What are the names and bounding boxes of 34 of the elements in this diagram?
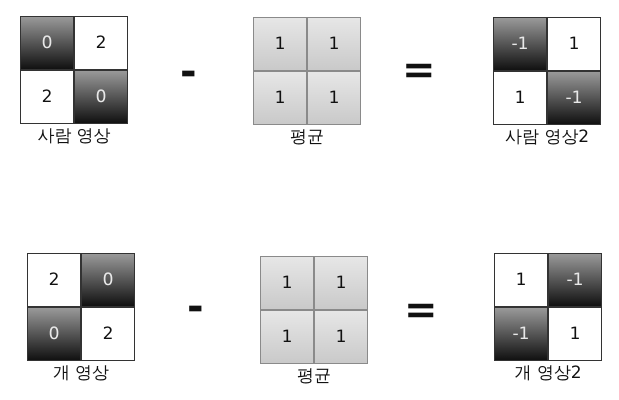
matrix-caption: 사람 영상 (36, 125, 112, 147)
matrix-cell: 2 (74, 16, 128, 70)
matrix-cell: 0 (27, 307, 81, 361)
matrix-cell: 0 (74, 70, 128, 124)
matrix-cell: 2 (81, 307, 135, 361)
matrix-cell: 2 (20, 70, 74, 124)
matrix-cell: 1 (494, 253, 548, 307)
matrix-cell: 0 (20, 16, 74, 70)
matrix-cell: 1 (260, 256, 314, 310)
matrix-caption: 사람 영상2 (504, 126, 590, 148)
operator-sign: = (404, 290, 438, 330)
matrix-cell: 1 (548, 307, 602, 361)
matrix-cell: -1 (547, 71, 601, 125)
matrix-caption: 개 영상 (52, 362, 110, 384)
matrix-caption: 평균 (296, 365, 332, 387)
matrix-cell: 1 (307, 71, 361, 125)
matrix-cell: -1 (494, 307, 548, 361)
matrix-cell: 1 (307, 17, 361, 71)
matrix-cell: 1 (314, 256, 368, 310)
matrix-cell: 1 (493, 71, 547, 125)
matrix-cell: 0 (81, 253, 135, 307)
matrix-caption: 개 영상2 (513, 362, 583, 384)
matrix-cell: 1 (314, 310, 368, 364)
matrix-cell: 1 (547, 17, 601, 71)
matrix-cell: 1 (253, 17, 307, 71)
operator-sign: - (187, 287, 204, 327)
matrix-cell: 1 (253, 71, 307, 125)
operator-sign: - (180, 52, 197, 92)
matrix-cell: 1 (260, 310, 314, 364)
matrix-cell: -1 (493, 17, 547, 71)
operator-sign: = (402, 50, 436, 90)
matrix-caption: 평균 (289, 126, 325, 148)
matrix-cell: -1 (548, 253, 602, 307)
matrix-cell: 2 (27, 253, 81, 307)
